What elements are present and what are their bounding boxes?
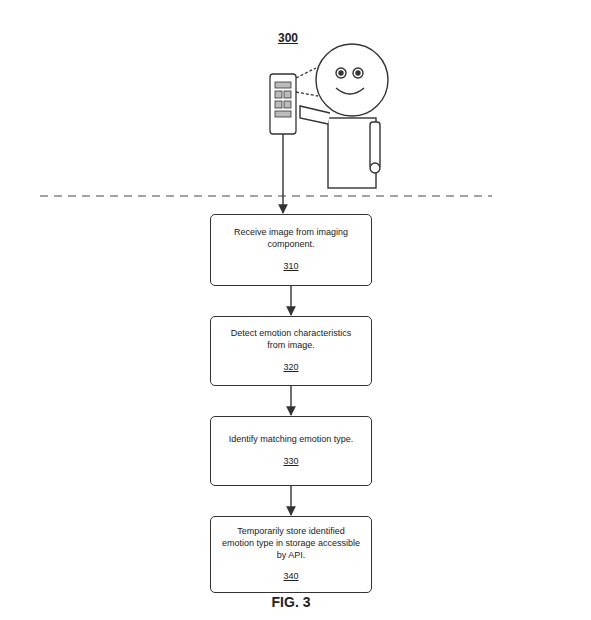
person-arm-right [370, 122, 380, 168]
figure-number: 300 [278, 31, 298, 45]
flow-arrow [290, 486, 291, 515]
person-head [316, 44, 388, 116]
person-hand-right [370, 163, 380, 173]
step-number: 310 [283, 261, 298, 273]
step-text: Receive image from imaging component. [221, 227, 361, 250]
flow-arrow [290, 386, 291, 415]
step-text: Identify matching emotion type. [229, 434, 354, 446]
process-box: Temporarily store identified emotion typ… [210, 516, 372, 593]
step-text: Detect emotion characteristics from imag… [221, 328, 361, 351]
person-smile [336, 88, 364, 94]
flow-arrow [290, 286, 291, 315]
person-figure [300, 44, 388, 188]
person-body [328, 118, 376, 188]
figure-caption: FIG. 3 [272, 594, 311, 610]
person-arm-left [300, 106, 330, 124]
step-number: 330 [283, 456, 298, 468]
process-box: Receive image from imaging component. 310 [210, 214, 372, 286]
input-arrow [282, 134, 283, 213]
divider-line [40, 195, 492, 196]
view-line [296, 68, 316, 78]
phone-device [270, 68, 318, 134]
step-text: Temporarily store identified emotion typ… [221, 526, 361, 561]
process-box: Detect emotion characteristics from imag… [210, 316, 372, 386]
phone-body [270, 74, 296, 134]
step-number: 320 [283, 362, 298, 374]
process-box: Identify matching emotion type. 330 [210, 416, 372, 486]
step-number: 340 [283, 571, 298, 583]
view-line [296, 92, 318, 96]
